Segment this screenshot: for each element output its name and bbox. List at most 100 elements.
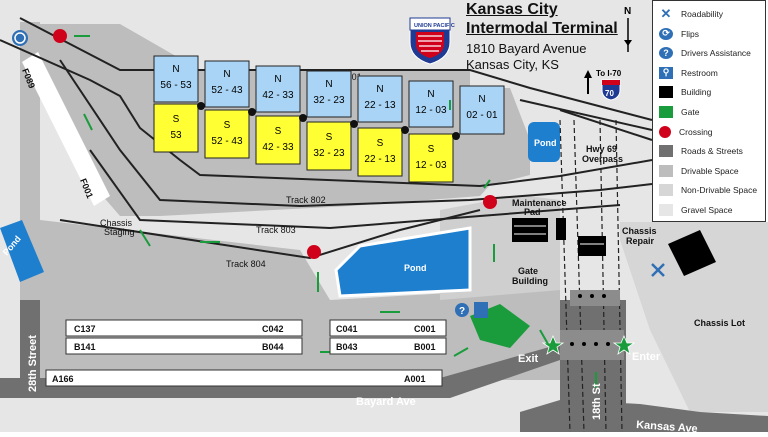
north-block-letter: N [376,84,383,95]
building-stripes [514,225,604,245]
enter-star-icon [612,334,636,355]
parking-b043: B043 [336,342,358,352]
legend-label: Drivable Space [681,165,739,176]
restroom-icon: ⚲ [659,66,673,79]
roadability-wrench-icon [651,263,665,277]
gate-bollards [570,294,610,346]
legend-swatch [659,86,673,99]
north-block-range: 52 - 43 [211,85,243,96]
bayard-ave-label: Bayard Ave [356,396,416,408]
parking-row-c [65,319,303,337]
legend-swatch [659,204,673,216]
18th-street-road [560,300,626,432]
flip-icon: ⟳ [659,27,673,40]
hwy69-label-1: Hwy 69 [586,144,617,154]
south-block [357,127,403,177]
28th-street-road [20,300,40,398]
28th-street-label: 28th Street [27,335,39,392]
parking-row-a [45,369,443,387]
chassis-staging-label-1: Chassis [100,218,133,228]
spark-marker-icon [299,114,307,122]
north-block [153,55,199,103]
flip-icon-arrows [14,32,26,44]
north-block [255,65,301,113]
parking-row-b [65,337,303,355]
parking-c137: C137 [74,324,96,334]
south-block-letter: S [377,138,384,149]
legend-swatch [659,184,673,197]
legend-label: Gravel Space [681,205,733,215]
logo-text: UNION PACIFIC [414,23,455,29]
south-block-letter: S [173,114,180,125]
south-block [306,121,352,171]
track-803-label: Track 803 [256,225,296,235]
legend-item: ?Drivers Assistance [659,44,751,62]
north-block [204,60,250,108]
legend-swatch [659,145,673,158]
gate-booths [560,330,624,360]
legend-item: Building [659,83,711,101]
parking-b001: B001 [414,342,436,352]
parking-area: C137 C042 C041 C001 B141 B044 B043 B001 … [45,319,447,387]
address: 1810 Bayard Avenue [466,41,587,56]
north-block-letter: N [274,74,281,85]
legend-item: Drivable Space [659,162,739,180]
f-row-strip [22,52,110,206]
to-i70-label: To I-70 [596,69,622,78]
restroom-icon [474,302,488,318]
north-block-letter: N [325,79,332,90]
legend-item: ✕ Roadability [659,5,724,23]
spark-marker-icon [452,132,460,140]
track-lines [0,17,653,260]
parking-c001: C001 [414,324,436,334]
maintenance-pad-label-1: Maintenance [512,198,567,208]
legend-item: Crossing [659,123,713,141]
compass-label: N [624,6,631,17]
south-block-range: 52 - 43 [211,136,243,147]
18th-street-label: 18th St [591,383,603,420]
north-block [357,75,403,123]
legend-item: ⟳Flips [659,25,699,43]
hwy69-label-2: Overpass [582,154,623,164]
parking-row-b-east [329,337,447,355]
legend-item: Non-Drivable Space [659,181,757,199]
north-block-letter: N [427,89,434,100]
north-block-range: 22 - 13 [364,100,396,111]
south-block-range: 12 - 03 [415,160,447,171]
city: Kansas City, KS [466,57,559,72]
south-block-range: 53 [170,130,182,141]
south-block-letter: S [224,120,231,131]
question-icon: ? [659,47,673,60]
north-block-range: 42 - 33 [262,90,294,101]
wrench-icon: ✕ [660,6,672,21]
north-compass-icon: N [624,6,632,52]
legend-label: Restroom [681,67,718,78]
drivers-assistance-icon [455,303,469,317]
north-block-letter: N [478,94,485,105]
legend-label: Roadability [681,9,724,19]
north-block-range: 32 - 23 [313,95,345,106]
track-802-label: Track 802 [286,195,326,205]
north-block [306,70,352,118]
legend-item: Gate [659,103,699,121]
south-block-range: 42 - 33 [262,142,294,153]
legend-item: Gravel Space [659,201,733,219]
south-block-range: 32 - 23 [313,148,345,159]
legend-item: Roads & Streets [659,142,743,160]
title-line-1: Kansas City [466,1,558,18]
legend-swatch [659,164,673,177]
north-block [408,80,454,128]
south-block-letter: S [275,126,282,137]
legend-label: Crossing [679,126,713,137]
pond-north [528,122,560,162]
parking-c042: C042 [262,324,284,334]
track-804-label: Track 804 [226,259,266,269]
i70-sign-icon: To I-70 70 [584,69,622,101]
chassis-repair-label-1: Chassis [622,226,657,236]
legend-item: ⚲ Restroom [659,64,718,82]
north-block [459,85,505,135]
parking-b044: B044 [262,342,284,352]
buildings [512,218,716,276]
south-block [408,133,454,183]
